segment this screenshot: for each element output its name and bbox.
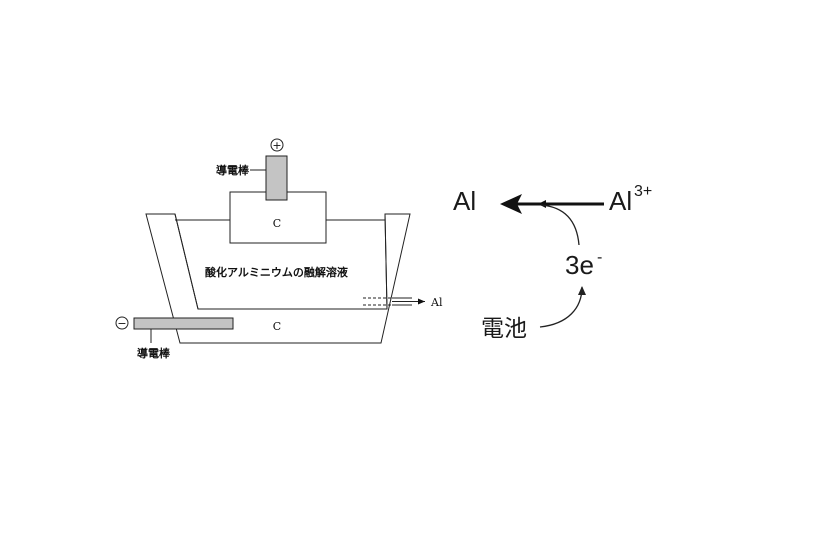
electron-curve [540,204,580,246]
electrolytic-cell: + 導電棒 C 酸化アルミニウムの融解溶液 C − 導電棒 Al [115,138,443,360]
reactant-aluminium: Al [609,186,632,216]
electrolyte-label: 酸化アルミニウムの融解溶液 [205,265,349,279]
vessel-right-inner-wall [384,213,388,310]
reduction-scheme: Al Al 3+ 3e - 電池 [453,183,652,342]
product-aluminium: Al [453,186,476,216]
electron-junction-mark [538,200,546,208]
cathode-label: C [273,320,281,333]
reactant-charge: 3+ [634,183,652,200]
cathode-rod [133,317,234,330]
anode-rod [265,155,288,201]
outlet-label: Al [430,296,443,309]
anode-sign: + [272,139,281,152]
reduction-arrow-head [500,194,522,214]
vessel-left-inner-wall [174,213,199,310]
cathode-sign: − [117,317,126,330]
anode-sign-circle [270,138,284,152]
cathode-rod-label: 導電棒 [137,346,171,360]
cathode-sign-circle [115,316,129,330]
anode-label: C [273,217,281,230]
battery-label: 電池 [481,316,527,342]
electrons: 3e [565,250,594,280]
electrons-sign: - [597,249,602,266]
anode-rod-label: 導電棒 [216,163,250,177]
battery-curve [539,286,586,328]
